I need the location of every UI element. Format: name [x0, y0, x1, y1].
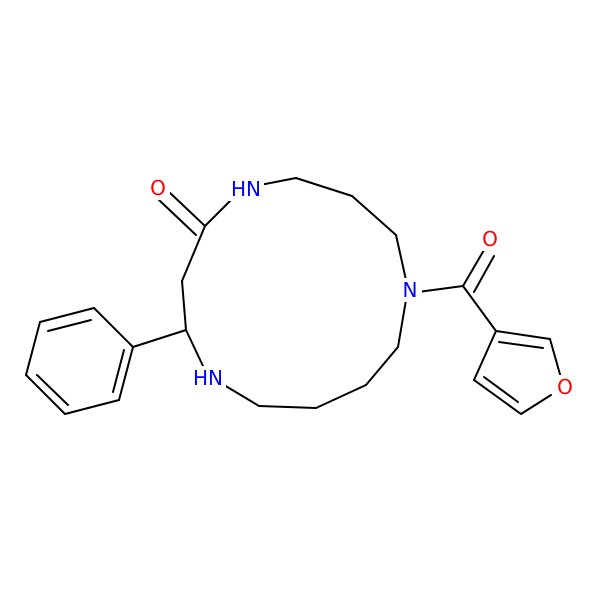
- bond-n-c4: [397, 299, 407, 348]
- bond-c4-c5: [365, 346, 399, 386]
- amine-nh-label: HN: [193, 366, 223, 390]
- bond-ketone-co-1: [462, 249, 485, 287]
- amide-nh-label: HN: [231, 177, 261, 201]
- bond-ph-2: [39, 307, 95, 323]
- bond-ph-5: [64, 399, 120, 415]
- bond-fur-4d: [483, 376, 519, 403]
- bond-c9-c10: [181, 225, 206, 282]
- bond-c1-c2: [295, 177, 353, 197]
- bond-c7-hn: [223, 384, 260, 407]
- bond-fur-3: [520, 394, 552, 415]
- bond-ketone-co-2: [473, 255, 495, 293]
- bonds: [25, 177, 562, 415]
- bond-amide-co-2: [158, 199, 197, 236]
- bond-fur-5: [473, 330, 497, 381]
- bond-amide-co-1: [167, 190, 206, 227]
- atom-labels: O HN N O O HN: [146, 176, 577, 399]
- bond-n-carbonyl: [417, 285, 464, 293]
- bond-ph-d1: [47, 319, 92, 332]
- bond-ph-3: [25, 321, 41, 376]
- bond-carbonyl-furan: [462, 285, 497, 332]
- bond-c-nh: [204, 196, 235, 227]
- bond-ph-1: [93, 307, 134, 348]
- furan-oxygen-label: O: [557, 375, 573, 399]
- bond-hn-c8: [185, 329, 204, 367]
- bond-nh-c1: [259, 177, 297, 186]
- bond-c3-n: [395, 234, 407, 281]
- bond-c6-c7: [258, 405, 317, 409]
- bond-fur-1d: [498, 341, 544, 349]
- bond-ph-d2: [36, 374, 69, 406]
- carbonyl-oxygen-label: O: [482, 227, 498, 251]
- amide-oxygen-label: O: [150, 176, 166, 200]
- bond-fur-2: [549, 338, 562, 379]
- bond-c2-c3: [351, 195, 397, 236]
- bond-c5-c6: [315, 384, 367, 409]
- tertiary-nitrogen-label: N: [403, 278, 418, 302]
- bond-ph-4: [25, 374, 66, 415]
- bond-c8-c9: [181, 280, 187, 331]
- bond-ph-d3: [112, 349, 125, 393]
- bond-fur-1: [495, 330, 551, 340]
- bond-c8-phenyl: [132, 329, 187, 348]
- bond-fur-4: [473, 379, 522, 415]
- bond-ph-6: [118, 346, 134, 401]
